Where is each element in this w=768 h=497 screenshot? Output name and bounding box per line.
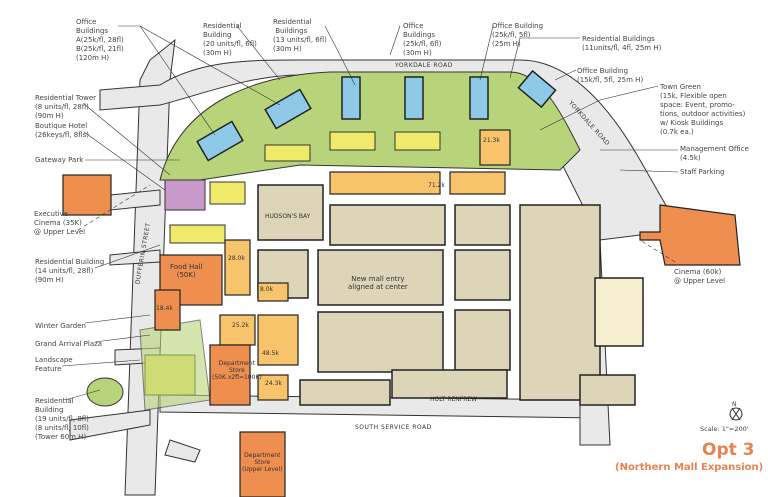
callout-gateway-park: Gateway Park	[35, 156, 84, 164]
callout-residential-tower: Residential Tower (8 units/fl, 28fl) (90…	[35, 94, 97, 120]
road-yorkdale-top: YORKDALE ROAD	[395, 62, 453, 69]
label-department-store: Department Store (50K x2fl=100K)	[212, 360, 262, 381]
label-area-8k: 8.0k	[260, 286, 274, 293]
label-holt-renfrew: HOLT RENFREW	[430, 396, 478, 403]
leader-lines	[61, 25, 679, 401]
callout-office-15: Office Building (15k/fl, 5fl, 25m H)	[577, 67, 644, 84]
callout-executive-cinema: Executive Cinema (35K) @ Upper Level	[34, 210, 86, 236]
label-area-21k: 21.3k	[483, 137, 500, 144]
office-buildings	[196, 69, 557, 162]
callout-office-25-6: Office Buildings (25k/fl, 6fl) (30m H)	[403, 22, 442, 57]
callout-cinema-60: Cinema (60k) @ Upper Level	[674, 268, 726, 285]
label-area-28k: 28.0k	[228, 255, 245, 262]
callout-residential-20: Residential Building (20 units/fl, 6fl) …	[203, 22, 257, 57]
label-food-hall: Food Hall (50K)	[170, 263, 203, 279]
plan-subtitle: (Northern Mall Expansion)	[615, 462, 764, 473]
callout-town-green: Town Green (15k, Flexible open space: Ev…	[660, 83, 746, 136]
callout-residential-19: Residential Building (19 units/fl, 8fl) …	[35, 397, 89, 441]
callout-residential-13: Residential Buildings (13 units/fl, 6fl)…	[273, 18, 327, 53]
plan-title: Opt 3	[702, 440, 755, 460]
callout-residential-11: Residential Buildings (11units/fl, 4fl, …	[582, 35, 662, 52]
label-hudsons-bay: HUDSON'S BAY	[265, 213, 311, 220]
callout-staff-parking: Staff Parking	[680, 168, 725, 176]
label-area-18k: 18.4k	[156, 305, 173, 312]
label-new-mall-entry: New mall entry aligned at center	[348, 275, 408, 291]
road-south-service: SOUTH SERVICE ROAD	[355, 424, 432, 431]
boutique-hotel-block	[164, 179, 206, 211]
callout-grand-arrival-plaza: Grand Arrival Plaza	[35, 340, 103, 348]
anchor-stores	[62, 174, 741, 497]
label-area-25k: 25.2k	[232, 322, 249, 329]
callout-residential-14: Residential Building (14 units/fl, 28fl)…	[35, 258, 105, 284]
callout-office-buildings-ab: Office Buildings A(25k/fl, 28fl) B(25k/f…	[76, 18, 124, 62]
callout-office-25-5: Office Building (25k/fl, 5fl) (25m H)	[492, 22, 544, 48]
label-department-store-upper: Department Store (Upper Level)	[242, 452, 283, 473]
existing-mall	[257, 184, 644, 406]
north-label: N	[732, 401, 737, 408]
scale-label: Scale: 1"=200'	[700, 425, 749, 433]
label-area-71k: 71.2k	[428, 182, 445, 189]
callout-boutique-hotel: Boutique Hotel (26keys/fl, 8fls)	[35, 122, 89, 139]
label-area-48k: 48.5k	[262, 350, 279, 357]
north-arrow-icon	[729, 407, 743, 421]
landscape-garden	[139, 319, 211, 411]
callout-winter-garden: Winter Garden	[35, 322, 86, 330]
callout-management-office: Management Office (4.5k)	[680, 145, 749, 162]
label-area-24k: 24.3k	[265, 380, 282, 387]
landscape-feature-oval	[86, 377, 124, 407]
new-retail	[219, 129, 511, 401]
callout-landscape-feature: Landscape Feature	[35, 356, 73, 373]
